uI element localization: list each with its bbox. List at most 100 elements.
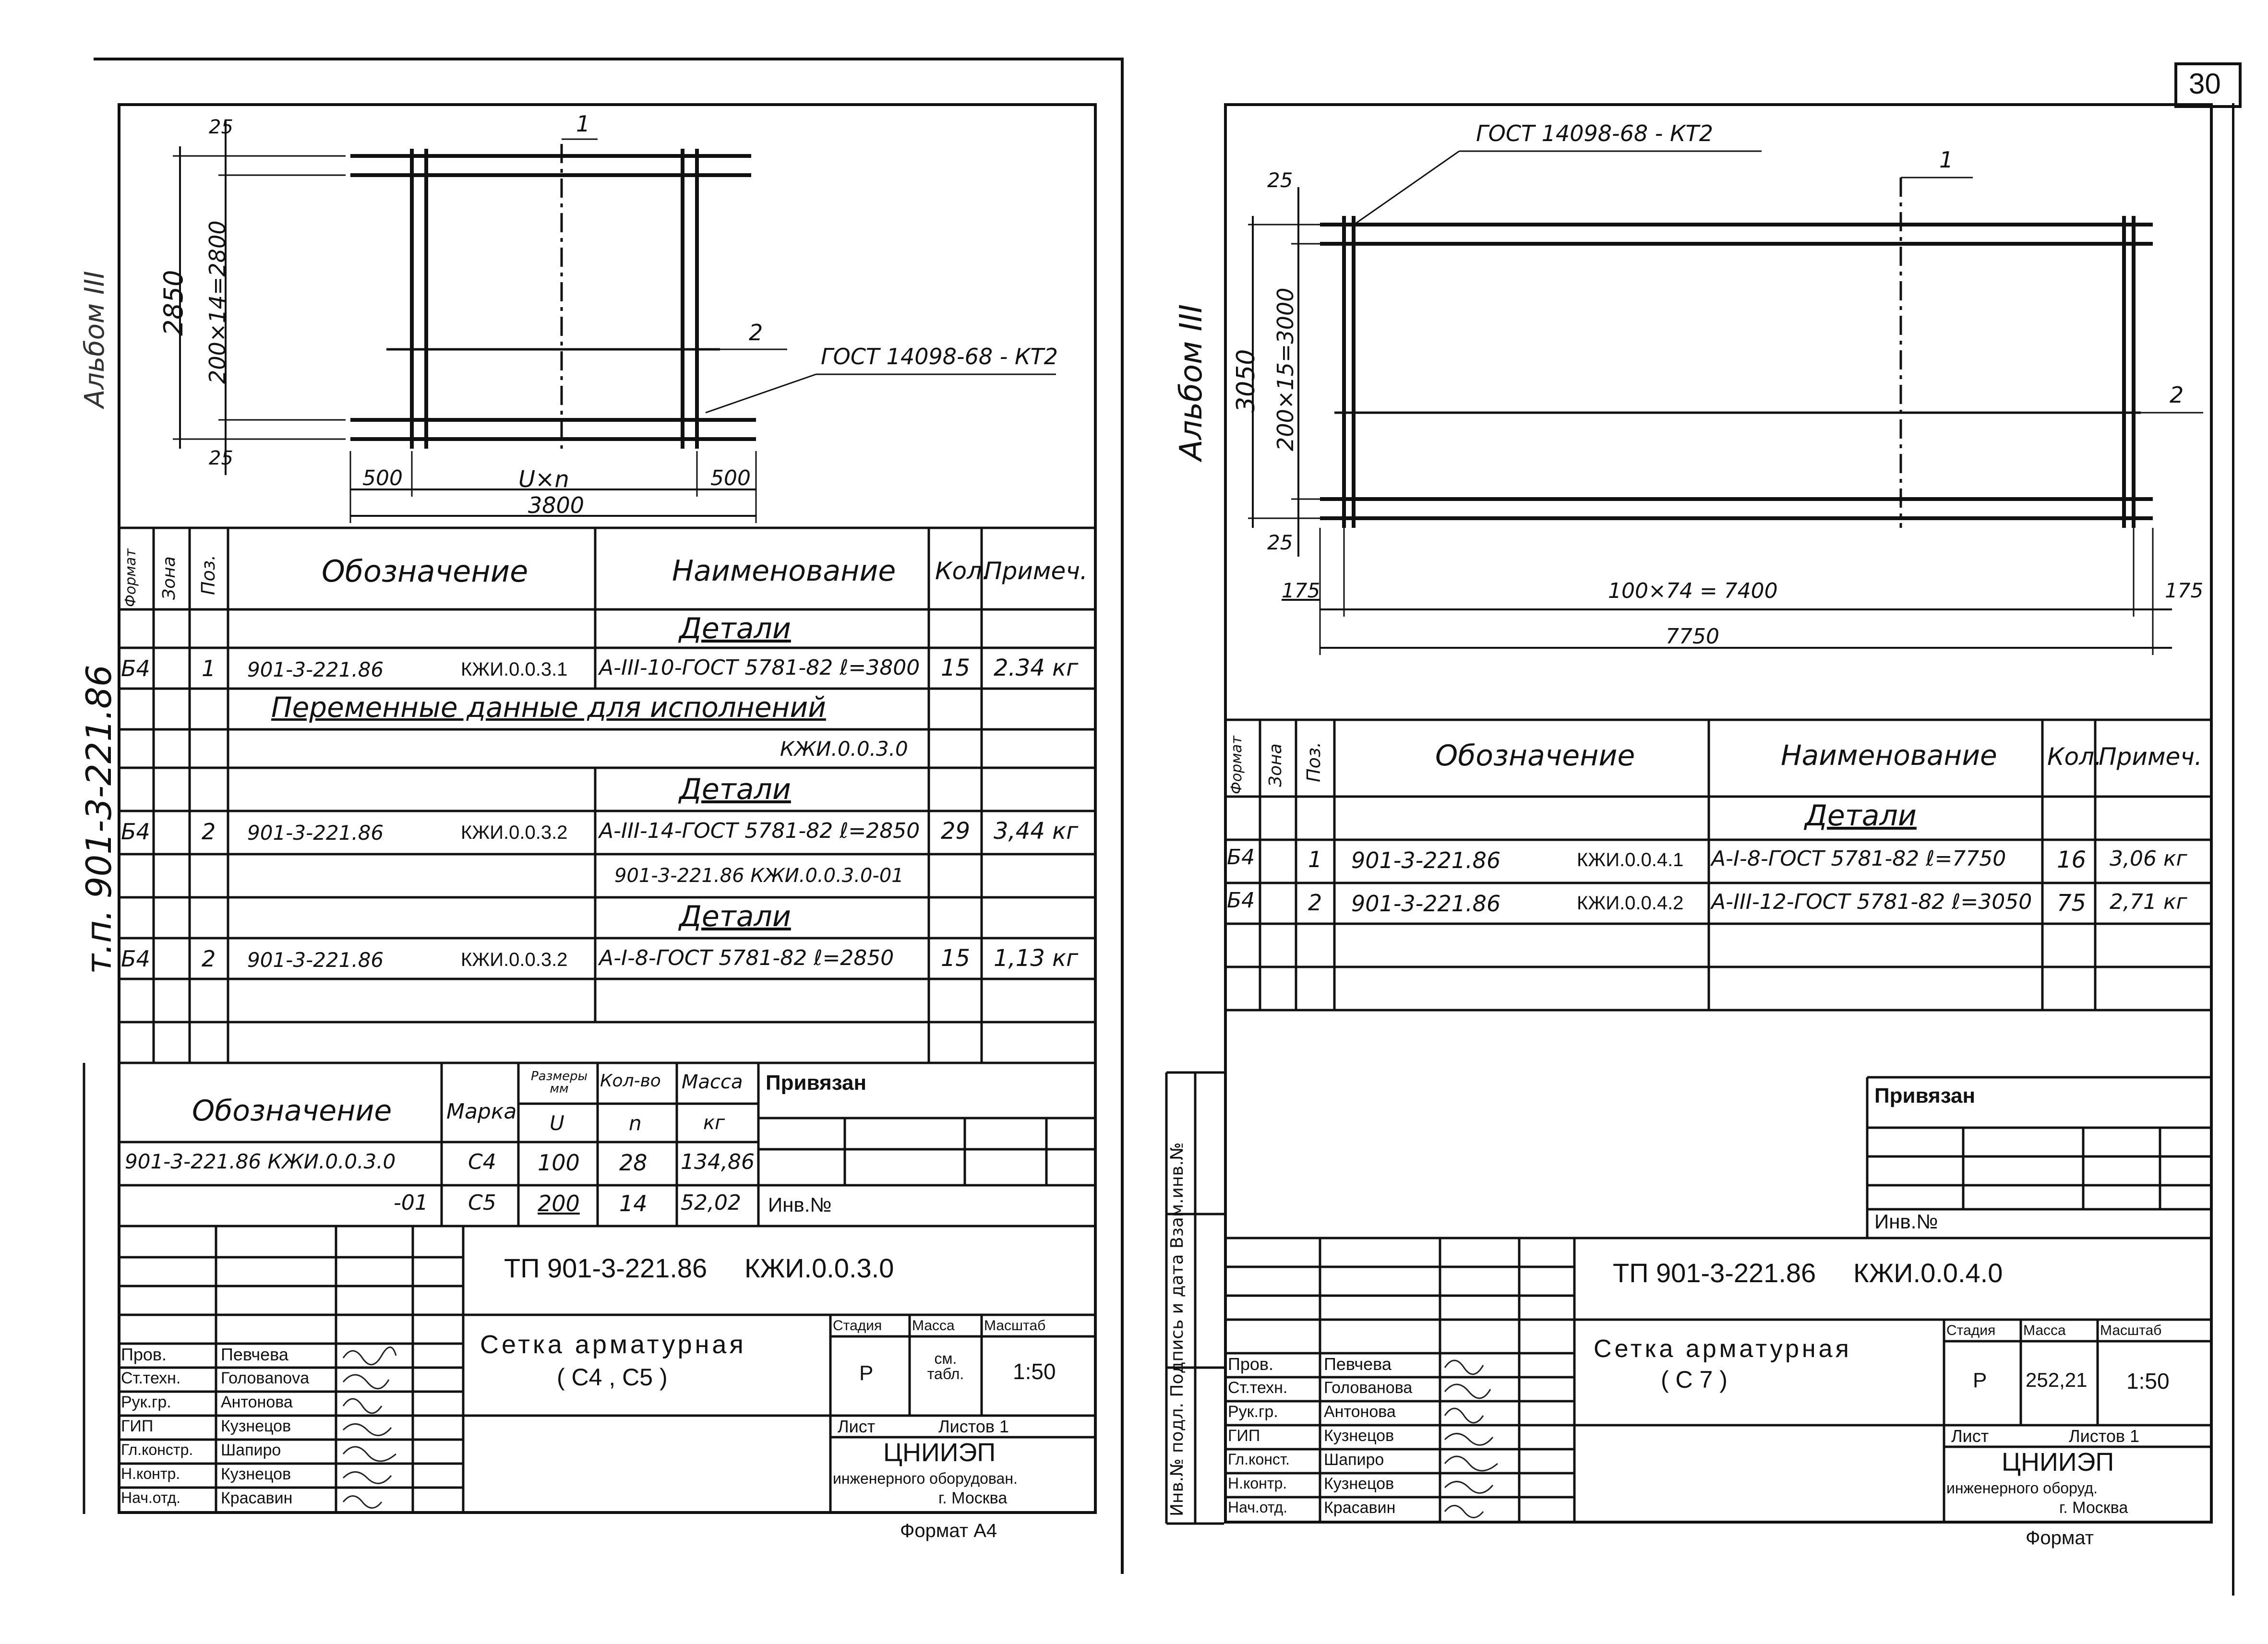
left-vt-h-mass-unit: кг [703,1112,725,1134]
left-gost-label: ГОСТ 14098-68 - КТ2 [821,344,1058,369]
left-row1-name: А-III-10-ГОСТ 5781-82 ℓ=3800 [599,655,920,680]
right-spec-section: Детали [1805,799,1917,833]
right-inv: Инв.№ [1874,1210,1938,1233]
left-row1-doc: 901-3-221.86 [247,658,384,681]
left-stamp-scale: 1:50 [1013,1359,1056,1384]
left-spec-h-designation: Обозначение [322,554,528,589]
left-inv: Инв.№ [768,1193,832,1216]
left-vt-h-n: n [629,1111,642,1135]
right-dim-top-gap: 25 [1267,168,1293,192]
left-vt-h-designation: Обозначение [192,1094,392,1128]
left-row3-note: 1,13 кг [994,945,1079,972]
left-row3-pos: 2 [202,946,216,972]
right-row1-code: КЖИ.0.0.4.1 [1577,849,1684,870]
center-divider [1121,58,1124,1574]
left-stamp-stage-h: Стадия [833,1318,882,1334]
right-row1-name: А-I-8-ГОСТ 5781-82 ℓ=7750 [1711,846,2006,871]
left-role-6: Нач.отд. [121,1489,181,1506]
left-name-0: Певчева [221,1345,288,1364]
left-row1-format: Б4 [121,655,150,681]
left-row2-name: А-III-14-ГОСТ 5781-82 ℓ=2850 [599,819,920,843]
page-number: 30 [2189,68,2221,100]
left-stamp-org2: инженерного оборудован. [833,1470,1018,1487]
right-stamp-sheets: Листов 1 [2069,1426,2139,1446]
left-row1-code: КЖИ.0.0.3.1 [461,659,568,680]
right-spec-h-name: Наименование [1781,739,1997,772]
right-spec-h-designation: Обозначение [1435,739,1635,773]
left-spec-h-qty: Кол. [935,557,990,585]
left-vt-r2-n: 14 [619,1191,648,1216]
left-stamp-org1: ЦНИИЭП [883,1438,996,1467]
right-row2-qty: 75 [2057,890,2087,917]
right-row1-doc: 901-3-221.86 [1351,847,1501,873]
left-row3-code: КЖИ.0.0.3.2 [461,949,568,970]
right-dim-bottom-gap: 25 [1267,531,1293,554]
left-vt-h-count: Кол-во [600,1071,661,1091]
left-stamp-mass-h: Масса [912,1318,955,1334]
left-role-2: Рук.гр. [121,1393,171,1411]
left-stamp-org3: г. Москва [938,1489,1008,1507]
left-name-2: Антонова [221,1393,293,1411]
top-rule [94,58,1121,60]
right-stamp-stage: Р [1973,1369,1987,1392]
right-stamp-stage-h: Стадия [1946,1322,1996,1338]
page-number-box [2174,62,2242,108]
left-name-5: Кузнецов [221,1465,291,1483]
left-vt-r2-mark: С5 [468,1191,496,1215]
right-stamp-scale: 1:50 [2126,1369,2170,1394]
left-spec-h-note: Примеч. [984,557,1088,585]
right-stamp-org1: ЦНИИЭП [2002,1448,2114,1477]
left-privyazan: Привязан [766,1071,867,1095]
right-dim-right-overhang: 175 [2165,579,2204,602]
left-name-6: Красавин [221,1489,293,1507]
right-name-6: Красавин [1324,1499,1396,1517]
left-vt-h-mark: Марка [446,1099,517,1124]
right-name-1: Голованова [1324,1379,1413,1397]
right-name-0: Певчева [1324,1354,1392,1374]
left-marker-1: 1 [576,111,590,137]
right-row1-pos: 1 [1308,846,1322,872]
left-variable-header: Переменные данные для исполнений [271,691,826,724]
right-stamp-sheet: Лист [1951,1426,1989,1446]
right-role-4: Гл.конст. [1228,1451,1290,1468]
left-vt-r1-designation: 901-3-221.86 КЖИ.0.0.3.0 [125,1150,396,1173]
right-row1-qty: 16 [2057,846,2087,873]
left-role-4: Гл.констр. [121,1441,193,1458]
left-role-3: ГИП [121,1417,154,1435]
right-role-0: Пров. [1228,1354,1274,1374]
left-dim-middle: U×n [518,466,569,493]
left-row2-code: КЖИ.0.0.3.2 [461,822,568,843]
right-row1-note: 3,06 кг [2110,846,2187,871]
left-row1-note: 2.34 кг [994,655,1079,681]
right-stamp-org2: инженерного оборуд. [1946,1479,2098,1497]
left-vt-r1-mark: С4 [468,1150,496,1174]
right-name-4: Шапиро [1324,1451,1384,1469]
right-stamp-org3: г. Москва [2059,1499,2128,1517]
right-stamp-title2: ( С 7 ) [1661,1366,1728,1393]
left-vt-r2-mass: 52,02 [681,1191,741,1215]
right-role-6: Нач.отд. [1228,1499,1288,1516]
right-role-5: Н.контр. [1228,1475,1287,1492]
left-stamp-sheet: Лист [838,1417,876,1436]
right-stamp-scale-h: Масштаб [2100,1322,2162,1338]
left-row2-qty: 29 [941,818,971,845]
right-name-2: Антонова [1324,1403,1396,1421]
left-row3-qty: 15 [941,945,971,972]
right-role-1: Ст.техн. [1228,1379,1288,1397]
left-spec-section-1: Детали [679,612,791,645]
right-marker-2: 2 [2170,382,2184,408]
left-stamp-sheets: Листов 1 [938,1417,1009,1436]
right-dim-width-total: 7750 [1666,624,1719,649]
right-privyazan: Привязан [1874,1084,1976,1108]
left-name-4: Шапиро [221,1441,281,1459]
right-row2-note: 2,71 кг [2110,890,2187,914]
right-name-5: Кузнецов [1324,1475,1394,1493]
left-row1-pos: 1 [202,655,216,681]
